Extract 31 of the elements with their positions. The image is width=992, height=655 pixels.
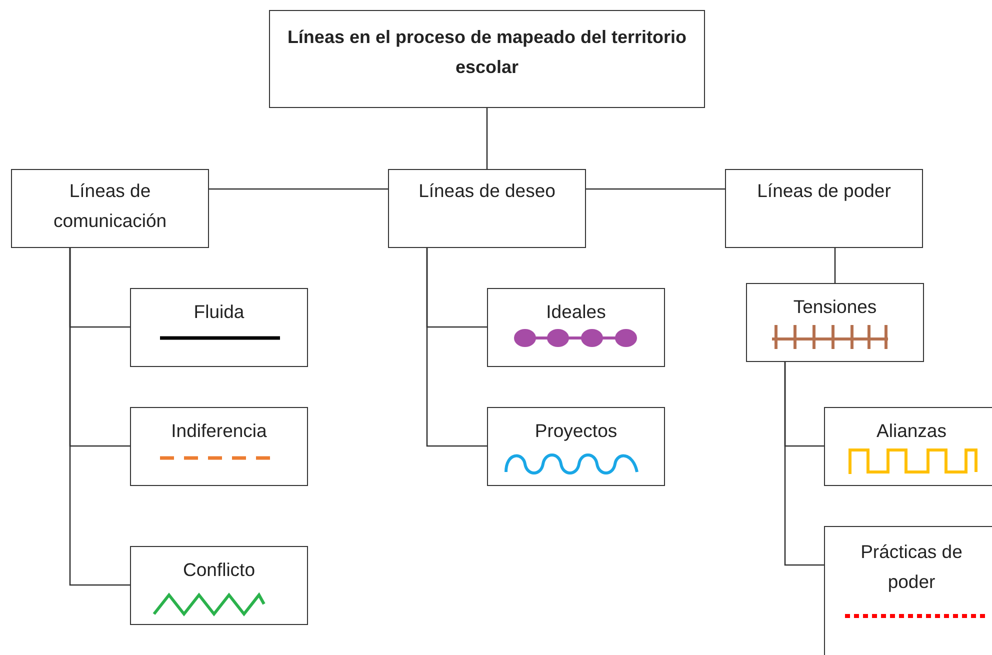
connector-line bbox=[69, 248, 130, 586]
connector-line bbox=[784, 362, 824, 566]
box-label: Fluida bbox=[194, 300, 244, 324]
box-label: Prácticas de poder bbox=[860, 540, 964, 594]
category-box bbox=[130, 407, 308, 486]
category-box bbox=[824, 407, 992, 486]
category-box bbox=[725, 169, 923, 248]
category-box bbox=[487, 288, 665, 367]
box-label: Proyectos bbox=[534, 419, 618, 443]
category-box bbox=[388, 169, 586, 248]
connector-line bbox=[426, 248, 487, 447]
box-label: Alianzas bbox=[876, 419, 946, 443]
category-box bbox=[130, 546, 308, 625]
title-text: Líneas en el proceso de mapeado del territorio escolar bbox=[287, 26, 687, 79]
category-box bbox=[11, 169, 209, 248]
box-label: Tensiones bbox=[793, 295, 877, 319]
box-label: Conflicto bbox=[183, 558, 255, 582]
box-label: Indiferencia bbox=[171, 419, 267, 443]
category-box bbox=[130, 288, 308, 367]
category-box bbox=[487, 407, 665, 486]
connector-line bbox=[834, 248, 836, 283]
box-label: Ideales bbox=[546, 300, 606, 324]
title-box bbox=[269, 10, 705, 108]
connector-line bbox=[586, 188, 725, 190]
box-label: Líneas de comunicación bbox=[52, 179, 168, 233]
box-label: Líneas de poder bbox=[757, 179, 891, 203]
category-box bbox=[746, 283, 924, 362]
connector-line bbox=[209, 188, 388, 190]
connector-line bbox=[486, 108, 488, 169]
category-box bbox=[824, 526, 992, 655]
box-label: Líneas de deseo bbox=[418, 179, 556, 203]
